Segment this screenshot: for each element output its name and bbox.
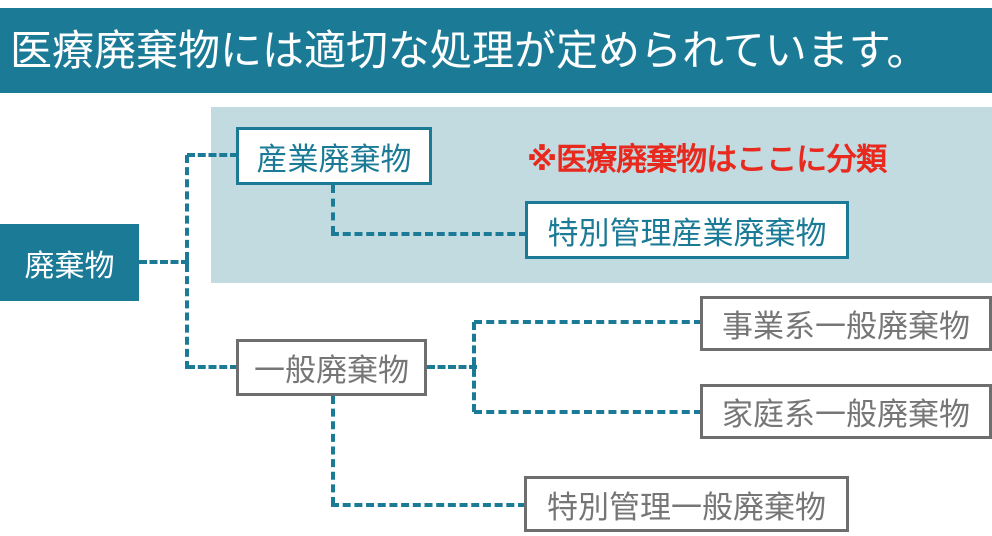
connector-industrial-to-special [331,232,527,236]
connector-general-branch-vertical [472,322,476,412]
connector-to-business-general [474,320,702,324]
node-waste: 廃棄物 [0,224,139,301]
header-banner: 医療廃棄物には適切な処理が定められています。 [0,8,992,93]
node-business-general-waste: 事業系一般廃棄物 [700,296,992,351]
connector-to-special-general [331,503,526,507]
connector-general-right [427,365,477,369]
connector-to-household-general [474,410,702,414]
node-household-general-waste: 家庭系一般廃棄物 [700,384,992,439]
connector-industrial-down [331,185,335,234]
connector-trunk-to-general [187,365,238,369]
node-special-controlled-general-waste: 特別管理一般廃棄物 [524,476,849,532]
connector-trunk-to-industrial [187,153,238,157]
node-special-controlled-industrial-waste: 特別管理産業廃棄物 [525,201,849,259]
node-industrial-waste: 産業廃棄物 [236,127,432,185]
connector-main-trunk [185,155,189,369]
banner-title: 医療廃棄物には適切な処理が定められています。 [10,26,929,74]
medical-waste-annotation: ※医療廃棄物はここに分類 [527,142,887,177]
connector-waste-to-trunk [139,260,189,264]
connector-general-down [331,396,335,505]
node-general-waste: 一般廃棄物 [236,339,427,396]
